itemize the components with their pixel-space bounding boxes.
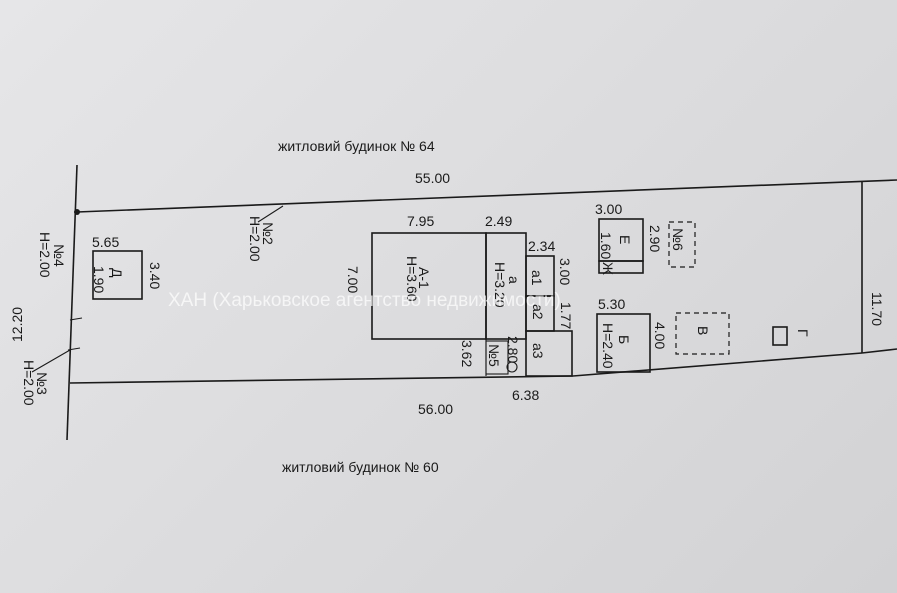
building-b-height: H=2.40	[600, 323, 616, 369]
annex-a2-label: а2	[530, 304, 546, 320]
building-d-depth: 3.40	[147, 262, 163, 289]
building-e-width: 3.00	[595, 201, 622, 217]
fence-n5-label: №5	[486, 344, 502, 367]
fence-n3-pointer	[31, 349, 71, 373]
building-d-width: 5.65	[92, 234, 119, 250]
building-v-label: В	[695, 326, 711, 335]
plot-bottom-boundary-edge	[861, 348, 897, 354]
boundary-point	[74, 209, 80, 215]
fence-n2-pointer	[257, 205, 284, 223]
annex-a-width: 2.49	[485, 213, 512, 229]
building-g	[772, 326, 788, 346]
building-b	[596, 313, 651, 373]
fence-n6-box	[668, 221, 696, 268]
neighbor-top-label: житловий будинок № 64	[278, 138, 435, 154]
annex-a1-width: 2.34	[528, 238, 555, 254]
fence-n2-label: №2	[260, 222, 276, 245]
building-v	[675, 312, 730, 355]
watermark-text: ХАН (Харьковское агентство недвижимости)	[168, 290, 561, 311]
well-symbol	[506, 361, 518, 373]
plot-top-boundary	[76, 179, 897, 213]
building-e-label: Е	[617, 235, 633, 244]
fence-n6-label: №6	[670, 228, 686, 251]
main-house-depth: 7.00	[345, 266, 361, 293]
plot-bottom-segment: 6.38	[512, 387, 539, 403]
annex-a-height: H=3.20	[492, 262, 508, 308]
main-house-width: 7.95	[407, 213, 434, 229]
building-zh-label: Ж	[600, 262, 616, 275]
building-d-label: Д	[109, 268, 125, 278]
plot-top-length: 55.00	[415, 170, 450, 186]
fence-n4-label: №4	[51, 244, 67, 267]
building-d-depth2: 1.90	[91, 266, 107, 293]
fence-tick	[69, 317, 83, 321]
building-b-width: 5.30	[598, 296, 625, 312]
annex-a3	[525, 330, 573, 377]
building-zh	[598, 260, 644, 274]
building-b-label: Б	[616, 335, 632, 344]
annex-a-depth: 3.62	[459, 340, 475, 367]
fence-n3-height: H=2.00	[21, 360, 37, 406]
building-b-depth: 4.00	[652, 322, 668, 349]
annex-a1-label: а1	[529, 270, 545, 286]
fence-n3-label: №3	[34, 372, 50, 395]
fence-n2-height: H=2.00	[247, 216, 263, 262]
plot-bottom-length: 56.00	[418, 401, 453, 417]
annex-a-label: а	[506, 276, 522, 284]
annex-a2-depth: 1.77	[558, 302, 574, 329]
plot-bottom-boundary	[69, 375, 574, 384]
building-e-depth: 2.90	[647, 225, 663, 252]
plot-left-boundary	[66, 164, 78, 441]
main-house-label: А-1	[416, 267, 432, 289]
fence-tick	[67, 347, 81, 351]
annex-a3-label: а3	[530, 343, 546, 359]
building-g-label: Г	[795, 329, 811, 337]
fence-n4-height: H=2.00	[37, 232, 53, 278]
building-e-depth2: 1.60	[598, 232, 614, 259]
plot-right-width: 11.70	[869, 292, 885, 326]
annex-a1-depth: 3.00	[557, 258, 573, 285]
main-house-height: H=3.60	[404, 256, 420, 302]
fence-n5-box	[485, 340, 509, 375]
plot-left-width: 12.20	[9, 307, 25, 342]
annex-a3-depth: 2.80	[505, 336, 521, 363]
neighbor-bottom-label: житловий будинок № 60	[282, 459, 439, 475]
